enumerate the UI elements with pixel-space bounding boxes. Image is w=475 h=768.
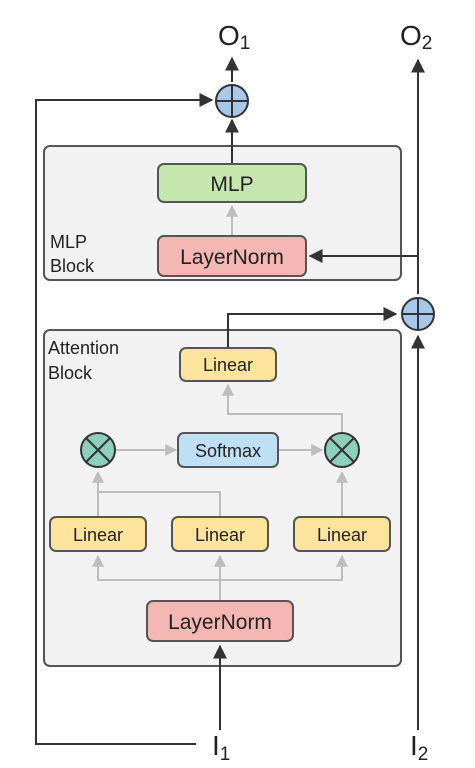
mlp-block-title-line1: MLP (50, 232, 87, 252)
linear-right-label: Linear (317, 525, 367, 545)
linear-left-label: Linear (73, 525, 123, 545)
main-flow-arrows (35, 56, 425, 745)
softmax-box (177, 432, 279, 468)
mlp-layernorm-box (157, 235, 307, 277)
attention-layernorm-box (146, 600, 294, 642)
multiply-node-left (80, 432, 116, 468)
linear-mid-box (171, 516, 269, 552)
output-linear-label: Linear (203, 355, 253, 375)
input-1-subscript: 1 (220, 744, 231, 765)
output-1-letter: O (218, 20, 240, 51)
output-linear-box (179, 347, 277, 382)
mlp-block-container (43, 145, 402, 281)
output-1-label: O1 (218, 20, 250, 54)
mlp-block-title-line2: Block (50, 256, 95, 276)
mlp-layernorm-label: LayerNorm (180, 246, 284, 269)
linear-right-box (293, 516, 391, 552)
linear-mid-label: Linear (195, 525, 245, 545)
add-node-lower (401, 297, 435, 331)
add-node-upper (215, 84, 249, 118)
output-1-subscript: 1 (240, 33, 251, 54)
linear-left-box (49, 516, 147, 552)
multiply-node-right (324, 432, 360, 468)
output-2-subscript: 2 (422, 33, 433, 54)
input-2-label: I2 (410, 730, 428, 765)
attention-layernorm-label: LayerNorm (168, 611, 272, 634)
output-2-label: O2 (400, 20, 432, 54)
input-1-letter: I (212, 730, 220, 761)
mlp-label: MLP (210, 173, 253, 196)
mlp-box (157, 163, 307, 203)
input-1-label: I1 (212, 730, 230, 765)
input-2-subscript: 2 (418, 744, 429, 765)
output-2-letter: O (400, 20, 422, 51)
attention-block-title-line1: Attention (48, 338, 119, 358)
input-2-letter: I (410, 730, 418, 761)
softmax-label: Softmax (195, 441, 261, 461)
attention-block-title-line2: Block (48, 363, 93, 383)
attention-internal-arrows (92, 383, 348, 600)
